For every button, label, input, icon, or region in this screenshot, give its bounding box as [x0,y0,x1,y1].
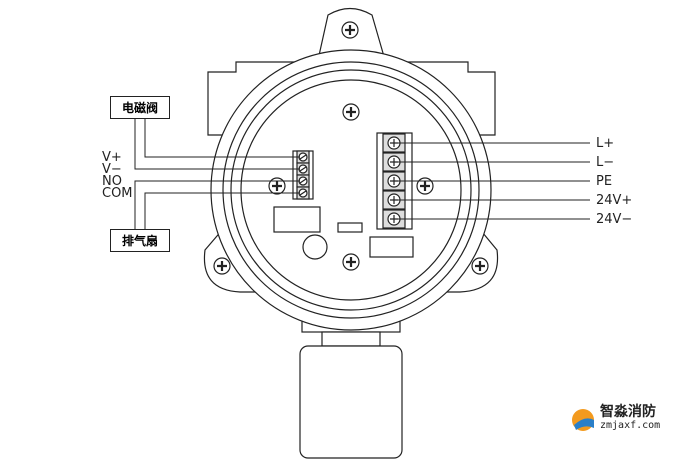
watermark-logo: 智淼消防 zmjaxf.com [600,404,661,432]
label-no: NO [102,174,122,189]
label-l-plus: L+ [596,136,615,151]
outer-ring [210,49,492,331]
module-rect [273,206,321,233]
watermark-url: zmjaxf.com [600,420,661,431]
exhaust-fan-box: 排气扇 [110,229,170,252]
buzzer [302,234,328,260]
label-com: COM [102,186,133,201]
pin-header [369,236,414,258]
watermark-name: 智淼消防 [600,404,656,420]
screw-icon [471,257,489,275]
label-pe: PE [596,174,613,189]
label-24v-plus: 24V+ [596,193,633,208]
sensor-head [299,345,403,459]
screw-icon [416,177,434,195]
screw-icon [342,103,360,121]
right-wires [395,142,590,220]
screw-icon [213,257,231,275]
label-24v-minus: 24V− [596,212,633,227]
screw-icon [342,253,360,271]
screw-icon [268,177,286,195]
label-l-minus: L− [596,155,615,170]
label-v-plus: V+ [102,150,122,165]
screw-icon [341,21,359,39]
small-connector [337,222,363,233]
label-v-minus: V− [102,162,122,177]
left-wires [134,117,300,229]
solenoid-valve-box: 电磁阀 [110,96,170,119]
inner-board [240,79,462,301]
